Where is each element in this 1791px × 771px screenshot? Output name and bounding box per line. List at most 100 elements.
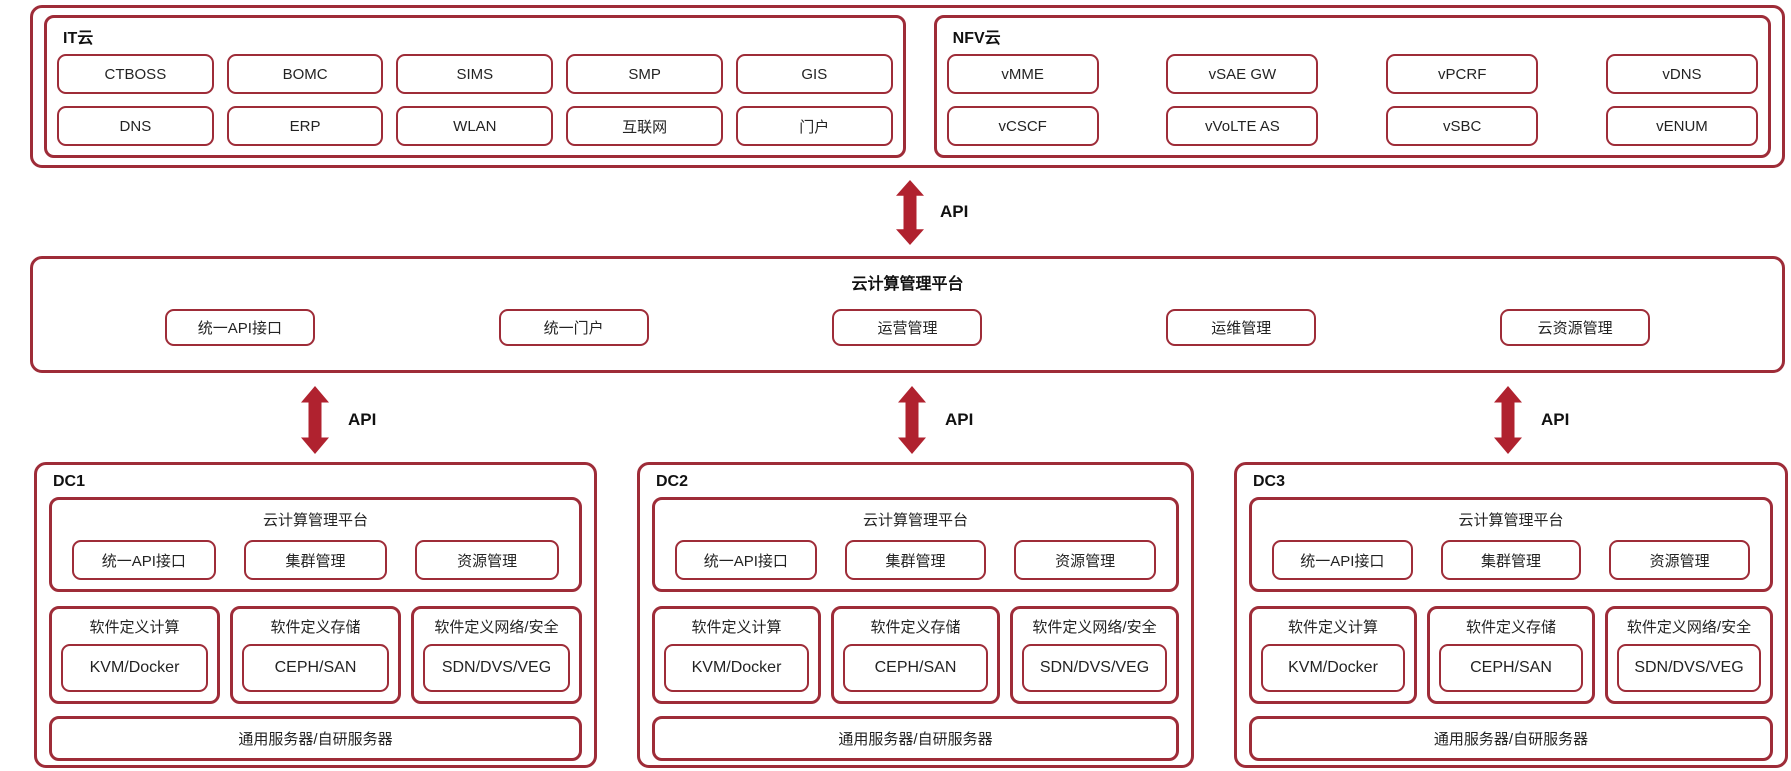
nfv-cloud-row-1: vMME vSAE GW vPCRF vDNS: [946, 54, 1758, 94]
dc-platform-buttons: 统一API接口 集群管理 资源管理: [1252, 540, 1770, 580]
dc-function-box: 统一API接口: [72, 540, 216, 580]
vnf-box: vVoLTE AS: [1166, 106, 1319, 146]
vnf-box: vMME: [946, 54, 1099, 94]
sd-value-box: CEPH/SAN: [1439, 644, 1583, 692]
sd-compute-box: 软件定义计算 KVM/Docker: [49, 606, 220, 704]
sd-value-box: SDN/DVS/VEG: [423, 644, 570, 692]
it-cloud-row-2: DNS ERP WLAN 互联网 门户: [57, 106, 893, 146]
dc3-box: DC3 云计算管理平台 统一API接口 集群管理 资源管理 软件定义计算 KVM…: [1234, 462, 1788, 768]
sd-title: 软件定义存储: [1465, 619, 1556, 636]
sd-network-box: 软件定义网络/安全 SDN/DVS/VEG: [1010, 606, 1179, 704]
app-box: ERP: [226, 106, 384, 146]
api-label: API: [1541, 410, 1570, 429]
sd-storage-box: 软件定义存储 CEPH/SAN: [1427, 606, 1595, 704]
dc-platform-title: 云计算管理平台: [1458, 512, 1564, 529]
dc3-label: DC3: [1253, 473, 1286, 490]
app-box: GIS: [735, 54, 893, 94]
nfv-cloud-box: NFV云 vMME vSAE GW vPCRF vDNS vCSCF vVoLT…: [933, 15, 1771, 158]
app-box: WLAN: [396, 106, 554, 146]
dc3-management-platform: 云计算管理平台 统一API接口 集群管理 资源管理: [1249, 497, 1773, 592]
dc1-label: DC1: [53, 473, 86, 490]
dc-platform-title: 云计算管理平台: [262, 512, 368, 529]
dc3-server-bar: 通用服务器/自研服务器: [1249, 716, 1773, 761]
nfv-cloud-rows: vMME vSAE GW vPCRF vDNS vCSCF vVoLTE AS …: [946, 54, 1758, 146]
dc3-software-defined-row: 软件定义计算 KVM/Docker 软件定义存储 CEPH/SAN 软件定义网络…: [1249, 606, 1773, 704]
dc-platform-buttons: 统一API接口 集群管理 资源管理: [52, 540, 579, 580]
sd-network-box: 软件定义网络/安全 SDN/DVS/VEG: [411, 606, 582, 704]
top-clouds-container: IT云 CTBOSS BOMC SIMS SMP GIS DNS ERP WLA…: [30, 5, 1785, 168]
sd-title: 软件定义计算: [1287, 619, 1378, 636]
sd-title: 软件定义计算: [691, 619, 782, 636]
it-cloud-title: IT云: [63, 30, 94, 47]
api-arrow-icon: [895, 180, 925, 245]
dc-function-box: 集群管理: [1440, 540, 1582, 580]
dc-function-box: 统一API接口: [675, 540, 817, 580]
nfv-cloud-row-2: vCSCF vVoLTE AS vSBC vENUM: [946, 106, 1758, 146]
dc-platform-title: 云计算管理平台: [862, 512, 968, 529]
sd-value-box: SDN/DVS/VEG: [1022, 644, 1167, 692]
sd-network-box: 软件定义网络/安全 SDN/DVS/VEG: [1605, 606, 1773, 704]
dc-function-box: 集群管理: [844, 540, 987, 580]
sd-title: 软件定义网络/安全: [1032, 619, 1157, 636]
platform-function-box: 统一API接口: [164, 309, 315, 346]
vnf-box: vSBC: [1386, 106, 1539, 146]
sd-title: 软件定义计算: [89, 619, 180, 636]
api-label: API: [348, 410, 377, 429]
sd-title: 软件定义网络/安全: [434, 619, 559, 636]
dc-platform-buttons: 统一API接口 集群管理 资源管理: [655, 540, 1176, 580]
dc-function-box: 资源管理: [1014, 540, 1157, 580]
sd-value-box: KVM/Docker: [664, 644, 809, 692]
app-box: SIMS: [396, 54, 554, 94]
app-box: 门户: [735, 106, 893, 146]
it-cloud-box: IT云 CTBOSS BOMC SIMS SMP GIS DNS ERP WLA…: [44, 15, 906, 158]
vnf-box: vPCRF: [1386, 54, 1539, 94]
platform-function-box: 运营管理: [832, 309, 983, 346]
platform-function-box: 运维管理: [1166, 309, 1317, 346]
api-arrow-icon: [897, 386, 927, 454]
api-arrow-icon: [300, 386, 330, 454]
it-cloud-rows: CTBOSS BOMC SIMS SMP GIS DNS ERP WLAN 互联…: [57, 54, 893, 146]
app-box: SMP: [566, 54, 723, 94]
cloud-management-platform: 云计算管理平台 统一API接口 统一门户 运营管理 运维管理 云资源管理: [30, 256, 1785, 373]
sd-value-box: KVM/Docker: [1261, 644, 1405, 692]
api-label: API: [940, 202, 969, 221]
sd-title: 软件定义存储: [270, 619, 361, 636]
dc-function-box: 资源管理: [1609, 540, 1751, 580]
dc1-box: DC1 云计算管理平台 统一API接口 集群管理 资源管理 软件定义计算 KVM…: [34, 462, 597, 768]
sd-title: 软件定义存储: [870, 619, 961, 636]
dc-function-box: 集群管理: [243, 540, 388, 580]
dc1-server-bar: 通用服务器/自研服务器: [49, 716, 582, 761]
dc-function-box: 资源管理: [415, 540, 560, 580]
nfv-cloud-title: NFV云: [952, 30, 1001, 47]
platform-function-box: 云资源管理: [1500, 309, 1651, 346]
platform-buttons: 统一API接口 统一门户 运营管理 运维管理 云资源管理: [33, 309, 1782, 346]
dc2-management-platform: 云计算管理平台 统一API接口 集群管理 资源管理: [652, 497, 1179, 592]
vnf-box: vSAE GW: [1166, 54, 1319, 94]
sd-value-box: CEPH/SAN: [242, 644, 389, 692]
sd-value-box: SDN/DVS/VEG: [1617, 644, 1761, 692]
app-box: DNS: [57, 106, 214, 146]
sd-compute-box: 软件定义计算 KVM/Docker: [1249, 606, 1417, 704]
dc2-server-bar: 通用服务器/自研服务器: [652, 716, 1179, 761]
app-box: 互联网: [566, 106, 723, 146]
dc1-software-defined-row: 软件定义计算 KVM/Docker 软件定义存储 CEPH/SAN 软件定义网络…: [49, 606, 582, 704]
api-arrow-icon: [1493, 386, 1523, 454]
dc-function-box: 统一API接口: [1272, 540, 1413, 580]
dc1-management-platform: 云计算管理平台 统一API接口 集群管理 资源管理: [49, 497, 582, 592]
platform-function-box: 统一门户: [498, 309, 649, 346]
sd-storage-box: 软件定义存储 CEPH/SAN: [230, 606, 401, 704]
platform-title: 云计算管理平台: [851, 276, 964, 293]
sd-storage-box: 软件定义存储 CEPH/SAN: [831, 606, 1000, 704]
sd-title: 软件定义网络/安全: [1626, 619, 1752, 636]
app-box: BOMC: [226, 54, 384, 94]
sd-value-box: KVM/Docker: [61, 644, 208, 692]
dc2-software-defined-row: 软件定义计算 KVM/Docker 软件定义存储 CEPH/SAN 软件定义网络…: [652, 606, 1179, 704]
dc2-label: DC2: [656, 473, 689, 490]
vnf-box: vDNS: [1605, 54, 1758, 94]
app-box: CTBOSS: [57, 54, 214, 94]
api-label: API: [945, 410, 974, 429]
it-cloud-row-1: CTBOSS BOMC SIMS SMP GIS: [57, 54, 893, 94]
vnf-box: vCSCF: [946, 106, 1099, 146]
sd-value-box: CEPH/SAN: [843, 644, 988, 692]
vnf-box: vENUM: [1605, 106, 1758, 146]
